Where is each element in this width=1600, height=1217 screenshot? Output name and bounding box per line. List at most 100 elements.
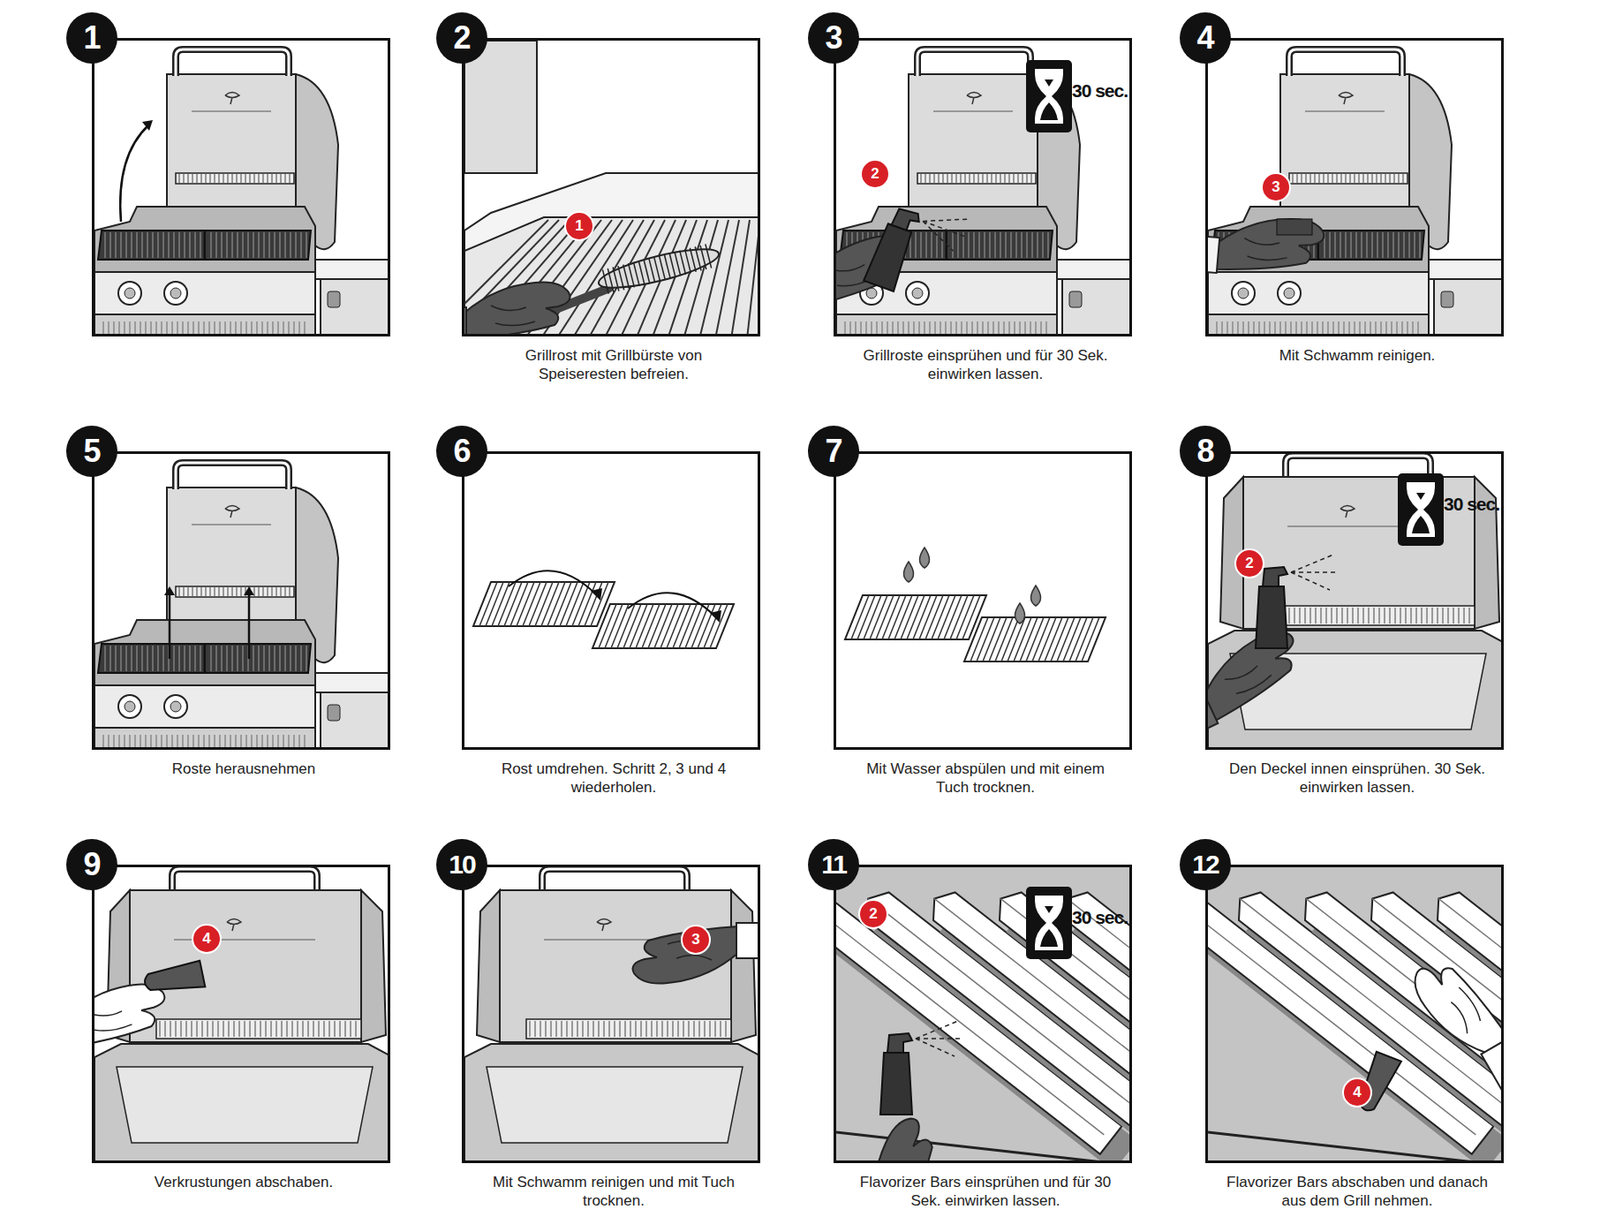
lid-part: [464, 40, 537, 174]
grate-bar: [276, 173, 278, 183]
grate-bar: [926, 232, 928, 258]
callout-number: 2: [858, 898, 889, 929]
spray-bottle: [1255, 586, 1288, 649]
logo: [596, 919, 612, 932]
grate-bar: [924, 321, 926, 334]
grate-bar: [334, 1020, 336, 1037]
grate-bar: [1372, 232, 1374, 258]
grate-bar: [246, 734, 248, 748]
grate-bar: [643, 259, 650, 284]
grate-bar: [1048, 232, 1050, 258]
grate-bar: [1367, 173, 1369, 183]
grate-bar: [280, 587, 282, 597]
grate-bar: [1018, 173, 1019, 183]
grate-bar: [166, 321, 168, 334]
grate-bar: [709, 603, 728, 649]
grate-bar: [1297, 173, 1299, 183]
scraper: [143, 960, 206, 996]
grate-bar: [120, 232, 122, 258]
grate-bar: [267, 321, 269, 334]
warming-rack: [526, 1018, 732, 1039]
grate-bar: [1301, 321, 1303, 334]
callout-text: 2: [870, 165, 879, 183]
grate-bar: [147, 645, 149, 672]
grate-bar: [1366, 232, 1368, 258]
grate-bar: [1003, 321, 1005, 334]
knob: [164, 281, 188, 305]
grate-bar: [292, 1020, 294, 1037]
grate-bar: [679, 250, 687, 275]
grate-bar: [618, 265, 625, 290]
grate: [98, 230, 311, 260]
timer-label: 30 sec.: [1443, 493, 1500, 515]
grate-bar: [188, 173, 189, 183]
grate-bar: [1031, 173, 1033, 183]
grate-bar: [339, 1020, 341, 1037]
callout-text: 1: [574, 217, 583, 235]
grate-bar: [1025, 321, 1027, 334]
grate-bar: [1314, 173, 1316, 183]
grate-bar: [218, 173, 220, 183]
grate-bar: [705, 243, 712, 268]
logo: [225, 505, 240, 519]
grate-bar: [1350, 232, 1352, 258]
grate-bar: [1372, 173, 1374, 183]
callout-text: 3: [1271, 178, 1280, 197]
grate-bar: [214, 321, 216, 334]
illustration: [1207, 40, 1502, 334]
grate-bar: [908, 321, 910, 334]
grate-bar: [1290, 321, 1292, 334]
glove-fold: [1242, 238, 1289, 263]
grate-bar: [1458, 607, 1460, 624]
grate-bar: [667, 1020, 669, 1037]
grate-bar: [308, 1020, 310, 1037]
grate-bar: [283, 734, 285, 748]
sleeve: [1480, 1036, 1502, 1102]
hand: [1407, 946, 1502, 1115]
grate-bar: [978, 173, 980, 183]
grate-bar: [276, 587, 278, 597]
grate-bar: [182, 321, 184, 334]
grate-bar: [1332, 173, 1334, 183]
lid-back: [166, 487, 296, 629]
grate-bar: [136, 232, 138, 258]
grate-bar: [685, 249, 692, 273]
grate-bar: [236, 587, 238, 597]
grate-bar: [175, 1020, 177, 1037]
grate-bar: [299, 321, 301, 334]
grate-bar: [161, 734, 163, 748]
step-number: 8: [1179, 425, 1231, 477]
grate-bar: [1041, 321, 1042, 334]
grate-bar: [1342, 607, 1344, 624]
grate-bar: [126, 232, 128, 258]
grate-bar: [942, 232, 944, 258]
grate-bar: [1405, 607, 1407, 624]
hand: [1207, 207, 1326, 282]
grate-bar: [235, 321, 237, 334]
grate-bar: [956, 173, 958, 183]
grate-bar: [1421, 607, 1423, 624]
grate-bar: [996, 173, 997, 183]
grate-bar: [232, 232, 234, 258]
grate-bar: [232, 173, 234, 183]
grate-bar: [1396, 321, 1398, 334]
grate-bar: [943, 173, 944, 183]
igniter: [1069, 291, 1082, 308]
knob: [905, 281, 929, 305]
glove: [464, 281, 571, 334]
knob: [1277, 281, 1301, 305]
grate-bar: [207, 1020, 209, 1037]
grate-bar: [267, 587, 269, 597]
grate-bar: [550, 1020, 552, 1037]
grate-bar: [1013, 173, 1015, 183]
grate-bar: [212, 1020, 214, 1037]
grate-bar: [651, 1020, 653, 1037]
grate-bar: [989, 232, 991, 258]
lid-line: [191, 524, 272, 526]
step-panel: 7Mit Wasser abspülen und mit einem Tuch …: [833, 451, 1133, 750]
grate-bar: [237, 232, 239, 258]
step-panel: 9Verkrustungen abschaben.4: [91, 864, 391, 1163]
grate-bar: [1418, 321, 1419, 334]
grate-bar: [973, 232, 975, 258]
grate-bar: [223, 173, 225, 183]
